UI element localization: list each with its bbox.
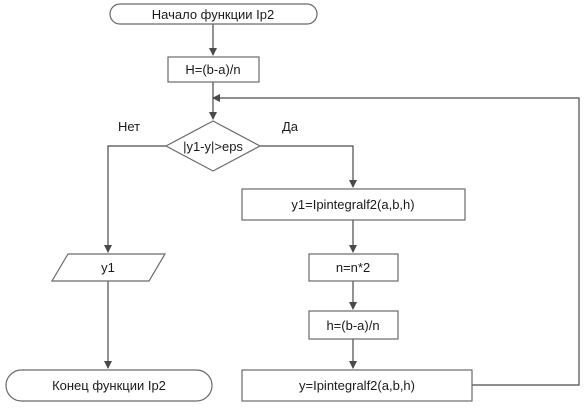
recalc-h-process [308,310,399,340]
y-integral-process [241,369,473,402]
end-label: Конец функции Ip2 [52,378,166,393]
connector-no-branch [104,145,166,253]
double-n-process [308,253,399,282]
no-branch-label: Нет [118,119,140,134]
output-y1-label: y1 [101,260,115,275]
connector-loop-back [212,94,580,386]
y-integral-label: y=Ipintegralf2(a,b,h) [299,378,415,393]
end-terminator [5,369,213,402]
output-y1 [50,253,167,282]
yes-branch-label: Да [282,119,299,134]
y1-integral-label: y1=Ipintegralf2(a,b,h) [291,197,414,212]
init-h-label: H=(b-a)/n [185,62,240,77]
condition-decision [164,120,262,172]
start-label: Начало функции Ip2 [152,7,274,22]
condition-label: |y1-y|>eps [183,139,243,154]
init-h-process [167,56,260,83]
start-terminator [109,3,318,25]
y1-integral-process [241,188,466,221]
recalc-h-label: h=(b-a)/n [326,318,379,333]
connector-yes-branch [260,145,357,188]
double-n-label: n=n*2 [336,260,370,275]
